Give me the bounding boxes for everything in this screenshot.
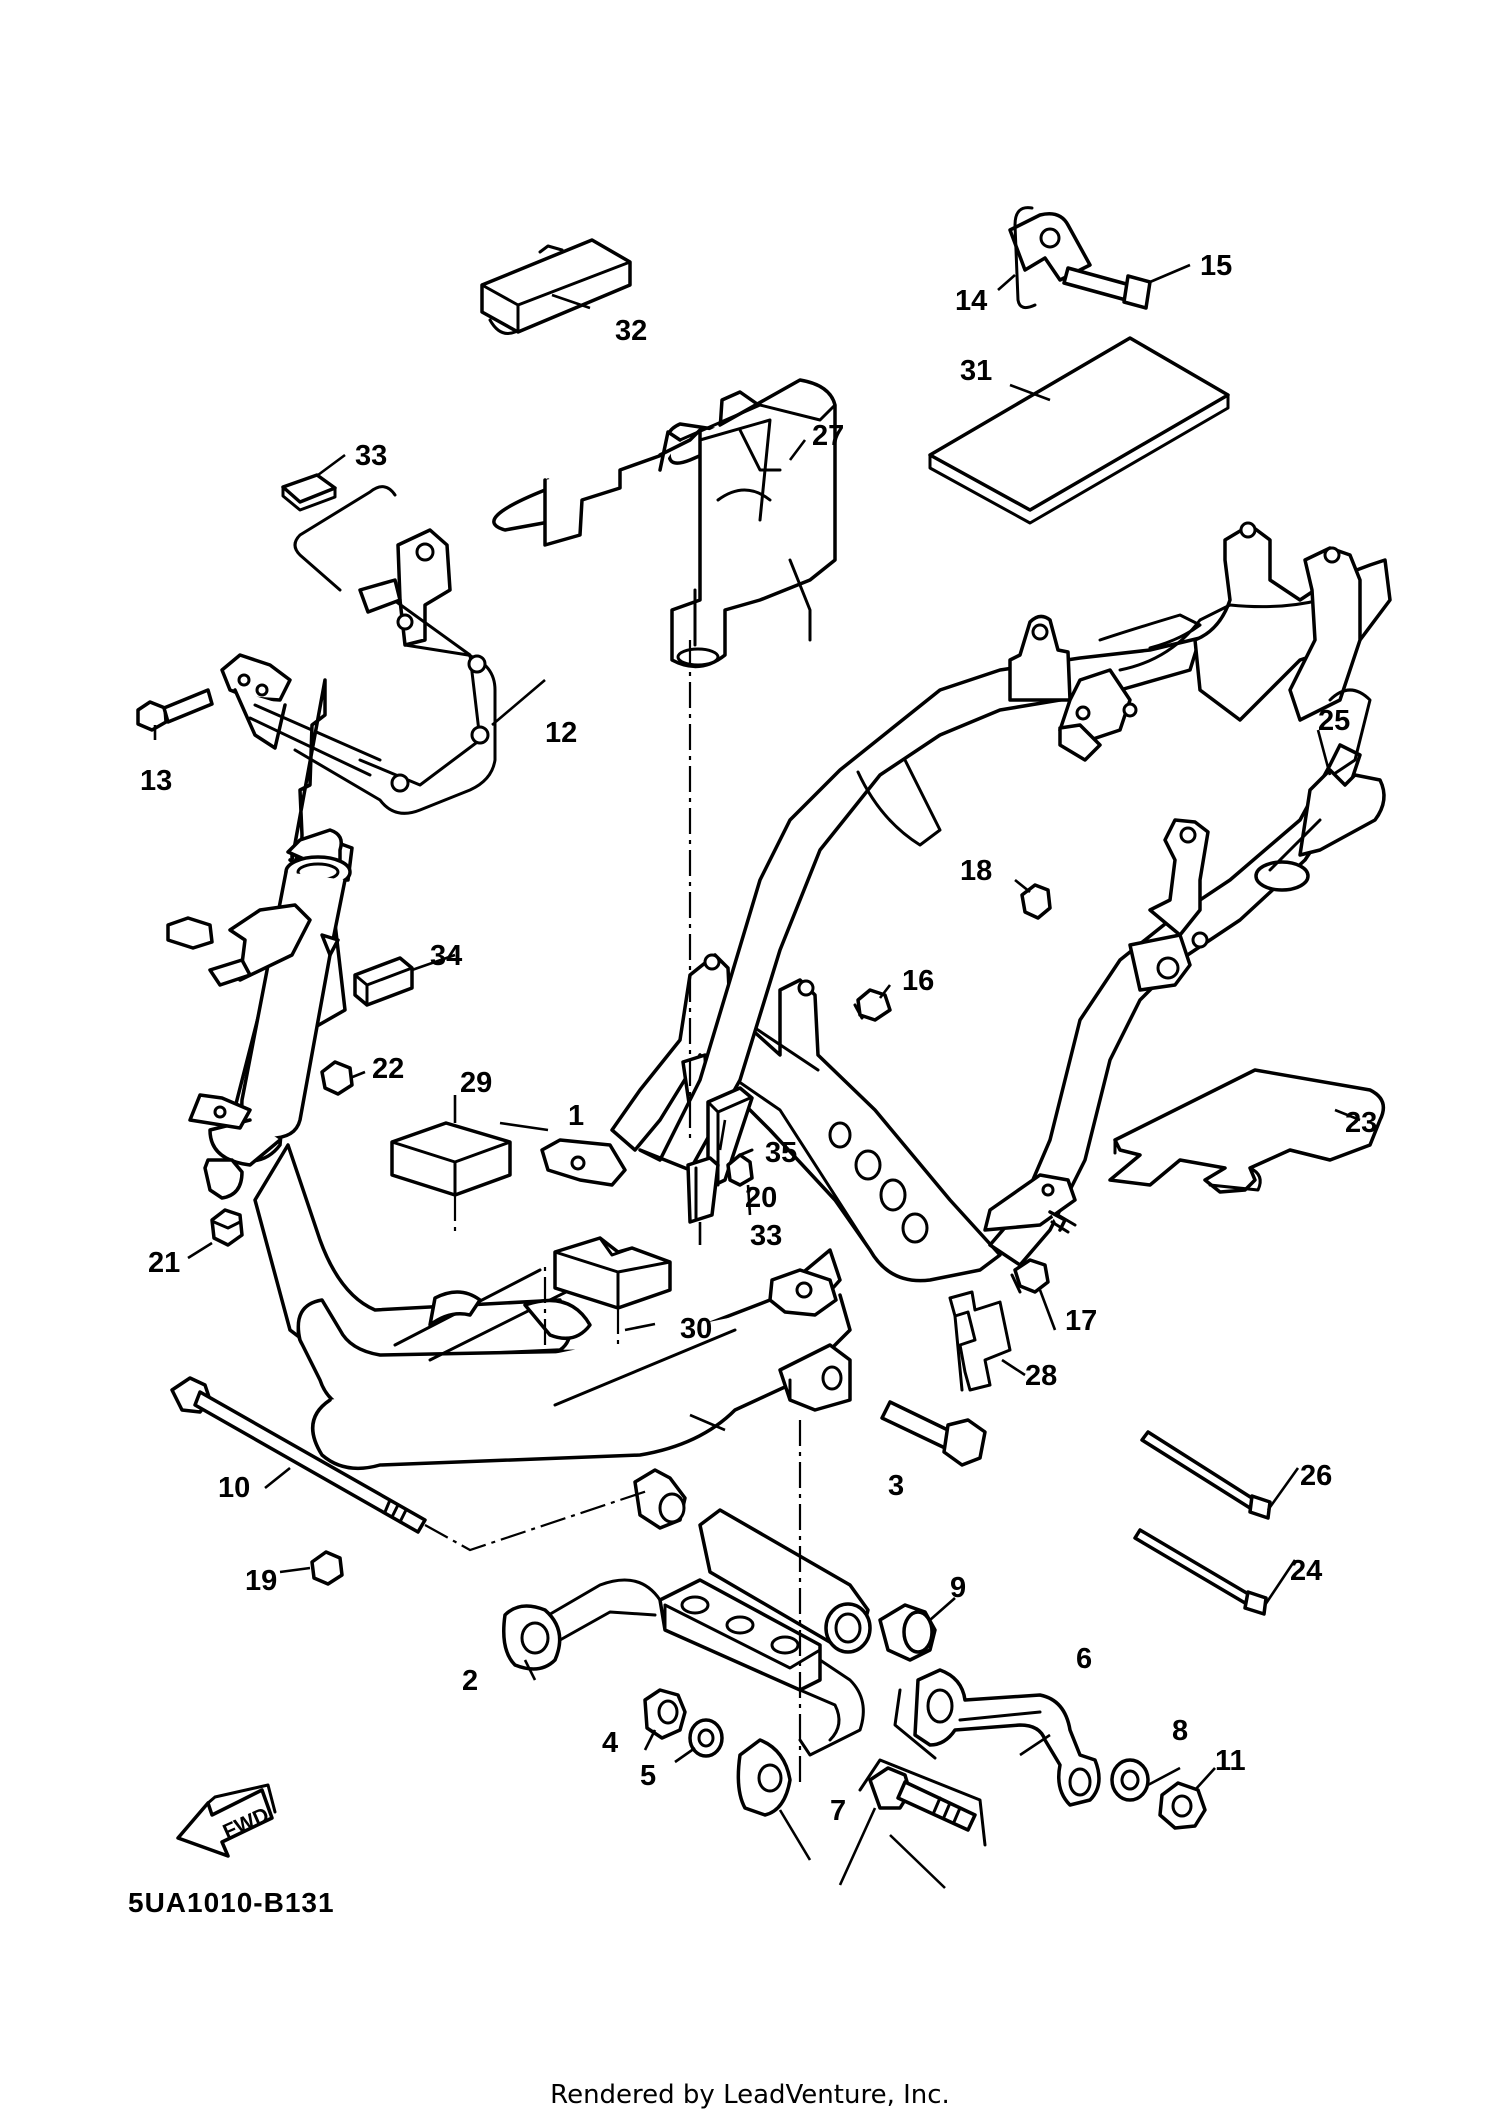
callout-13: 13 <box>140 765 172 797</box>
callout-27: 27 <box>812 420 844 452</box>
callout-17: 17 <box>1065 1305 1097 1337</box>
part-16-clip <box>853 988 892 1022</box>
part-27-battery-box <box>492 378 837 669</box>
callout-20: 20 <box>745 1182 777 1214</box>
part-23-plate <box>1108 1068 1386 1194</box>
callout-11: 11 <box>1215 1745 1246 1777</box>
callout-16: 16 <box>902 965 934 997</box>
part-33-pad-lower <box>686 1156 720 1224</box>
part-22-nut <box>320 1060 354 1096</box>
part-17-nut <box>1010 1258 1050 1294</box>
part-10-long-bolt <box>170 1376 427 1534</box>
part-12-bracket <box>220 485 497 815</box>
diagram-code: 5UA1010-B131 <box>128 1887 335 1918</box>
part-21-nut <box>210 1208 244 1247</box>
callout-33-lower: 33 <box>750 1220 782 1252</box>
callout-21: 21 <box>148 1247 180 1279</box>
part-7-bolt <box>858 1758 987 1847</box>
part-14-clip <box>1008 206 1092 310</box>
part-20-clamp <box>726 1148 754 1187</box>
callout-8: 8 <box>1172 1715 1188 1747</box>
part-18-nut <box>1020 883 1052 920</box>
callout-10: 10 <box>218 1472 250 1504</box>
callout-3: 3 <box>888 1470 904 1502</box>
callout-7: 7 <box>830 1795 846 1827</box>
part-24-cable-tie <box>1133 1528 1268 1616</box>
callout-24: 24 <box>1290 1555 1322 1587</box>
part-6-arm <box>893 1668 1101 1807</box>
callout-35: 35 <box>765 1137 797 1169</box>
part-13-bolt <box>136 688 214 732</box>
part-32-cover <box>480 238 632 335</box>
callout-22: 22 <box>372 1053 404 1085</box>
callout-2: 2 <box>462 1665 478 1697</box>
part-34-pad <box>353 956 414 1007</box>
callout-15: 15 <box>1200 250 1232 282</box>
callout-33-top: 33 <box>355 440 387 472</box>
callouts: 1 2 3 4 5 6 7 8 9 10 11 12 13 14 15 16 1… <box>140 250 1377 1827</box>
callout-28: 28 <box>1025 1360 1057 1392</box>
callout-25: 25 <box>1318 705 1350 737</box>
part-28-spring <box>948 1290 1012 1392</box>
fwd-arrow-icon: FWD <box>176 1783 277 1858</box>
callout-1: 1 <box>568 1100 584 1132</box>
part-15-bolt <box>1062 266 1152 310</box>
engine-mount-assembly <box>502 1468 872 1817</box>
callout-23: 23 <box>1345 1107 1377 1139</box>
part-5-washer <box>688 1718 724 1758</box>
callout-29: 29 <box>460 1067 492 1099</box>
part-3-bolt <box>880 1400 987 1467</box>
part-1-main-frame <box>166 521 1392 1471</box>
part-31-pad <box>928 336 1230 525</box>
callout-9: 9 <box>950 1572 966 1604</box>
part-29-block <box>390 1121 512 1197</box>
part-19-nut <box>310 1550 344 1586</box>
callout-32: 32 <box>615 315 647 347</box>
callout-31: 31 <box>960 355 992 387</box>
part-30-block <box>553 1236 672 1310</box>
part-4-bushing <box>643 1688 687 1740</box>
part-33-pad-top <box>281 473 337 512</box>
callout-34: 34 <box>430 940 462 972</box>
callout-6: 6 <box>1076 1643 1092 1675</box>
callout-12: 12 <box>545 717 577 749</box>
callout-4: 4 <box>602 1727 618 1759</box>
part-26-cable-tie <box>1140 1430 1272 1520</box>
part-9-collar <box>878 1603 937 1662</box>
part-25-cap <box>1254 768 1386 892</box>
alignment-lines <box>424 640 802 1785</box>
callout-30: 30 <box>680 1313 712 1345</box>
part-8-washer <box>1110 1758 1150 1802</box>
footer-credit: Rendered by LeadVenture, Inc. <box>550 2080 950 2110</box>
callout-18: 18 <box>960 855 992 887</box>
callout-26: 26 <box>1300 1460 1332 1492</box>
leader-lines <box>153 263 1361 1889</box>
callout-5: 5 <box>640 1760 656 1792</box>
callout-14: 14 <box>955 285 987 317</box>
callout-19: 19 <box>245 1565 277 1597</box>
part-11-nut <box>1158 1781 1207 1830</box>
